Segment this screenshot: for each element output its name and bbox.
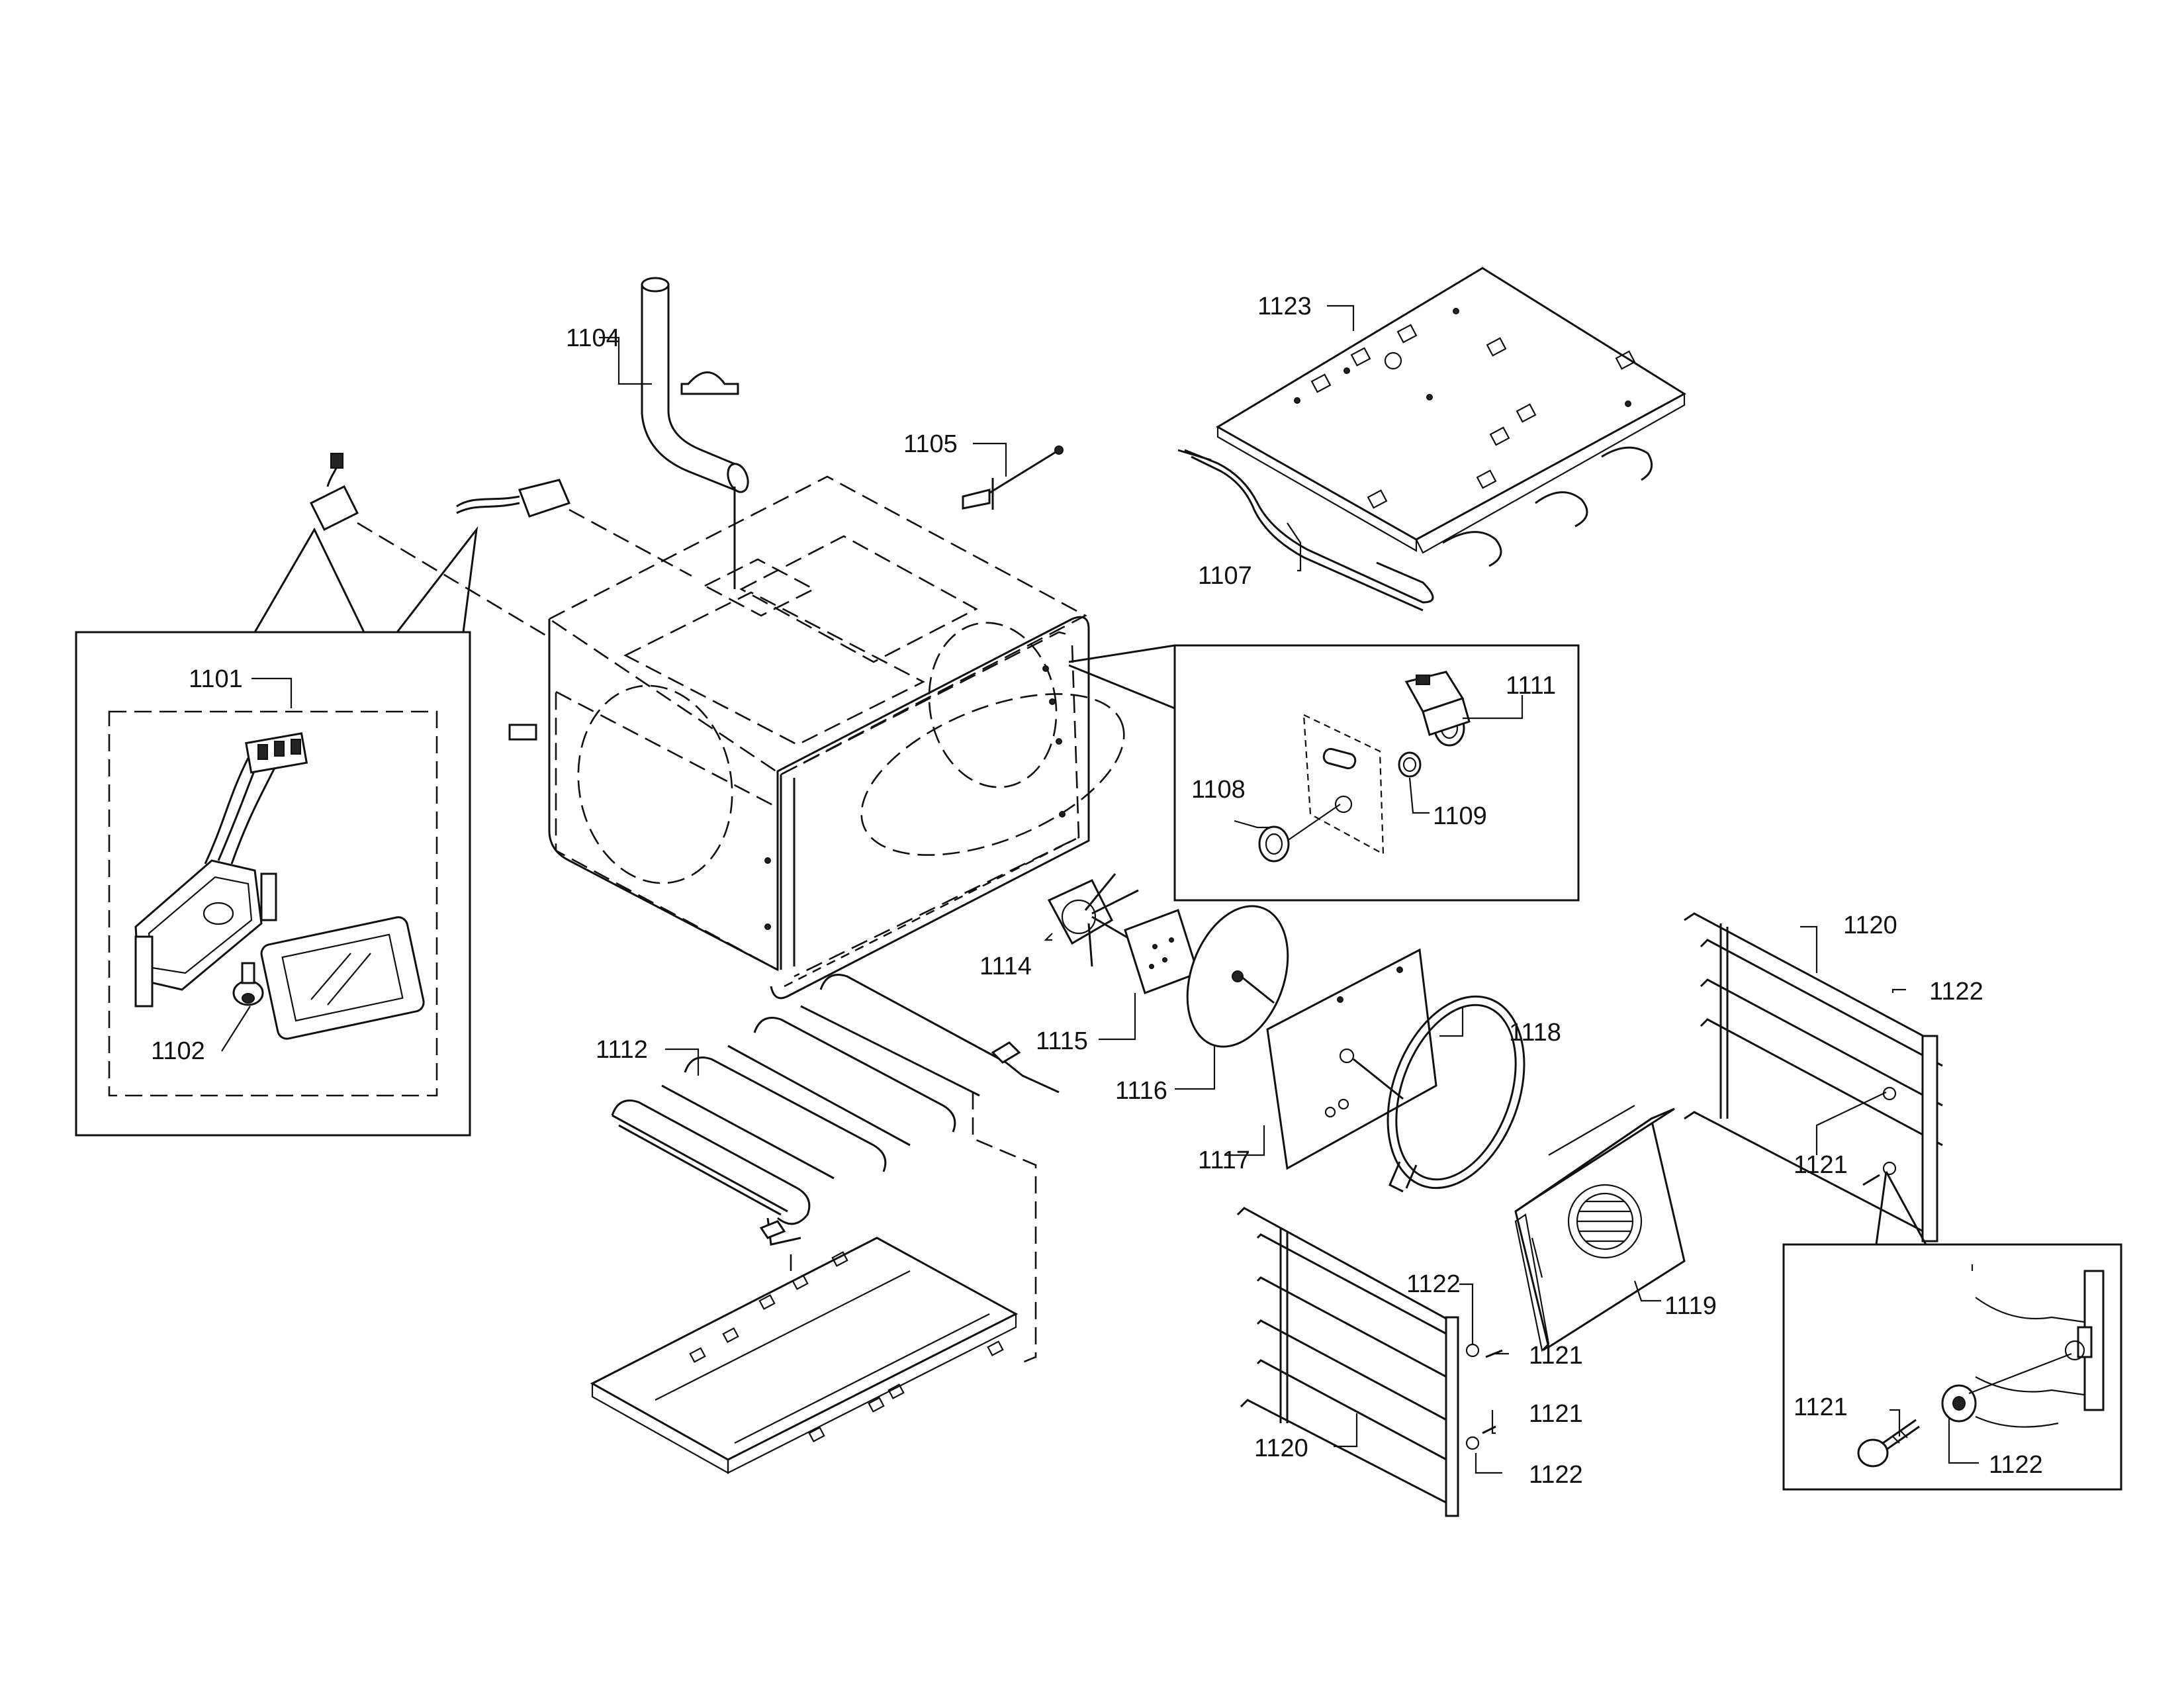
label-1108: 1108 <box>1191 776 1246 804</box>
label-1121-upper-right: 1121 <box>1794 1151 1848 1179</box>
label-1114: 1114 <box>979 953 1032 980</box>
part-number-labels: 1101 1102 1104 1105 1107 1108 1109 1111 … <box>151 293 2043 1489</box>
label-1121-lower: 1121 <box>1529 1400 1583 1428</box>
top-panel-part <box>1216 267 1686 554</box>
label-1120-top: 1120 <box>1843 912 1897 939</box>
label-1104: 1104 <box>566 324 620 352</box>
thermostat-switch-part <box>1404 671 1471 747</box>
fan-cover-plate-part <box>1224 948 1437 1170</box>
label-1117: 1117 <box>1198 1147 1250 1174</box>
fan-baffle-part <box>1514 1105 1686 1352</box>
label-1101: 1101 <box>189 665 243 693</box>
bake-element-part <box>611 974 1060 1246</box>
lamp-lens-part <box>260 916 425 1040</box>
nut-part <box>1258 804 1341 863</box>
screw-part <box>1857 1419 1920 1468</box>
label-1107: 1107 <box>1198 562 1252 590</box>
label-1116: 1116 <box>1115 1077 1167 1105</box>
label-1122-mid: 1122 <box>1406 1270 1461 1298</box>
label-1120-bottom: 1120 <box>1254 1434 1308 1462</box>
lamp-housing-part <box>134 732 308 1008</box>
rack-support-right <box>1684 912 1943 1243</box>
circular-convection-element-part <box>1387 995 1525 1193</box>
rack-support-left <box>1236 1207 1503 1517</box>
label-1102: 1102 <box>151 1037 205 1065</box>
label-1105: 1105 <box>903 430 958 458</box>
fan-blade-disc-part <box>1175 905 1289 1090</box>
top-broil-element-part <box>1177 446 1653 612</box>
label-1121-inset: 1121 <box>1794 1393 1848 1421</box>
label-1122-inset: 1122 <box>1989 1451 2043 1479</box>
vent-tube-part <box>599 277 749 589</box>
label-1122-lower: 1122 <box>1529 1461 1583 1489</box>
label-1119: 1119 <box>1664 1292 1717 1320</box>
label-1118: 1118 <box>1509 1019 1561 1047</box>
label-1122-upper-right: 1122 <box>1929 978 1983 1006</box>
rack-screw-inset <box>1782 1171 2122 1491</box>
thermostat-inset <box>1068 644 1580 902</box>
convection-motor-part <box>1044 873 1139 967</box>
label-1115: 1115 <box>1036 1027 1088 1055</box>
lamp-assembly-inset <box>75 526 478 1137</box>
bottom-panel-part <box>590 1237 1019 1474</box>
lamp-bulb-part <box>232 962 264 1006</box>
label-1112: 1112 <box>596 1036 648 1064</box>
label-1123: 1123 <box>1257 293 1312 320</box>
label-1111: 1111 <box>1506 672 1556 700</box>
ring-washer-part <box>1398 751 1422 778</box>
temperature-probe-part <box>962 442 1064 510</box>
lamp-socket-left <box>309 453 359 532</box>
label-1109: 1109 <box>1433 802 1487 830</box>
washer-part <box>1941 1384 1977 1423</box>
label-1121-mid: 1121 <box>1529 1342 1583 1370</box>
lamp-socket-right <box>456 479 571 518</box>
oven-cavity-box <box>508 475 1125 1000</box>
